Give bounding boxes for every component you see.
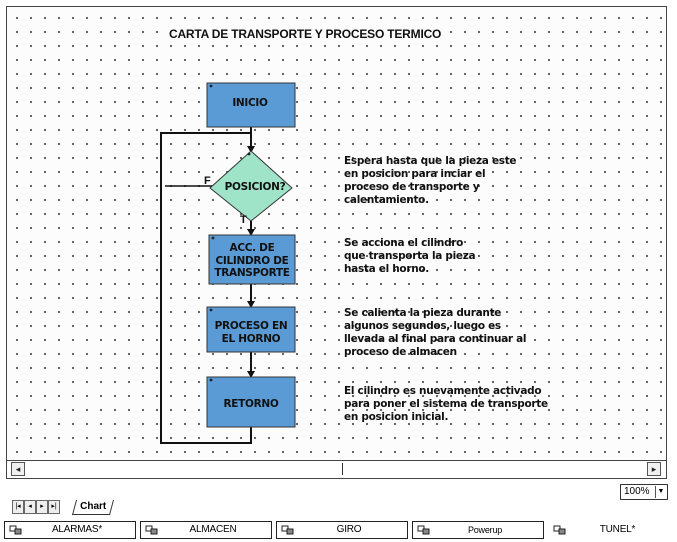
app-icon — [281, 525, 294, 535]
description-proceso[interactable]: Se calienta la pieza durante algunos seg… — [344, 307, 527, 358]
arrow-head — [247, 371, 255, 378]
description-accionamiento[interactable]: Se acciona el cilindro que transporta la… — [344, 237, 476, 275]
next-sheet-button[interactable]: ▸ — [36, 500, 48, 514]
node-accionamiento-box — [208, 234, 296, 285]
horizontal-scrollbar[interactable]: ◂ ▸ — [6, 461, 667, 479]
loop-return-line — [160, 132, 252, 444]
chart-title: CARTA DE TRANSPORTE Y PROCESO TERMICO — [167, 27, 444, 41]
node-accionamiento-label[interactable]: ACC. DE CILINDRO DE TRANSPORTE — [214, 242, 290, 279]
chevron-down-icon[interactable]: ▼ — [655, 486, 666, 498]
app-icon — [417, 525, 430, 535]
zoom-value: 100% — [624, 486, 650, 497]
description-posicion[interactable]: Espera hasta que la pieza este en posici… — [344, 155, 517, 206]
scroll-left-button[interactable]: ◂ — [11, 462, 25, 476]
flowchart-drawing — [160, 82, 296, 444]
node-handle-dot — [211, 236, 215, 240]
prev-sheet-button[interactable]: ◂ — [24, 500, 36, 514]
taskbar: ALARMAS* ALMACEN GIRO Powerup TUNEL* — [0, 518, 677, 542]
taskbar-item-almacen[interactable]: ALMACEN — [140, 521, 272, 539]
zoom-select[interactable]: 100% ▼ — [620, 484, 668, 500]
edge-label-true: T — [240, 214, 247, 226]
edge-label-false: F — [204, 175, 211, 187]
node-proceso-box — [206, 306, 296, 353]
description-retorno[interactable]: El cilindro es nuevamente activado para … — [344, 385, 548, 423]
arrow-head — [247, 229, 255, 236]
node-retorno-label[interactable]: RETORNO — [223, 398, 279, 410]
node-retorno-box — [206, 376, 296, 428]
scroll-thumb[interactable] — [342, 463, 349, 475]
node-proceso-label[interactable]: PROCESO EN EL HORNO — [214, 320, 288, 345]
taskbar-item-giro[interactable]: GIRO — [276, 521, 408, 539]
arrow-head — [247, 301, 255, 308]
last-sheet-button[interactable]: ▸| — [48, 500, 60, 514]
node-handle-dot — [209, 84, 213, 88]
scroll-right-button[interactable]: ▸ — [647, 462, 661, 476]
app-icon — [9, 525, 22, 535]
taskbar-item-tunel[interactable]: TUNEL* — [548, 521, 673, 539]
sheet-tab-bar: |◂ ◂ ▸ ▸| Chart — [12, 500, 152, 516]
node-posicion-label[interactable]: POSICION? — [224, 181, 286, 193]
node-inicio-box — [206, 82, 296, 128]
node-handle-dot — [209, 308, 213, 312]
tab-chart[interactable]: Chart — [71, 500, 115, 515]
chart-canvas[interactable]: CARTA DE TRANSPORTE Y PROCESO TERMICO IN… — [6, 6, 667, 461]
taskbar-item-powerup[interactable]: Powerup — [412, 521, 544, 539]
arrow-head — [247, 146, 255, 153]
taskbar-item-alarmas[interactable]: ALARMAS* — [4, 521, 136, 539]
app-icon — [145, 525, 158, 535]
first-sheet-button[interactable]: |◂ — [12, 500, 24, 514]
node-inicio-label[interactable]: INICIO — [232, 97, 268, 109]
app-icon — [553, 525, 566, 535]
node-handle-dot — [209, 378, 213, 382]
node-posicion-diamond — [209, 150, 293, 222]
node-handle-dot — [247, 152, 251, 156]
